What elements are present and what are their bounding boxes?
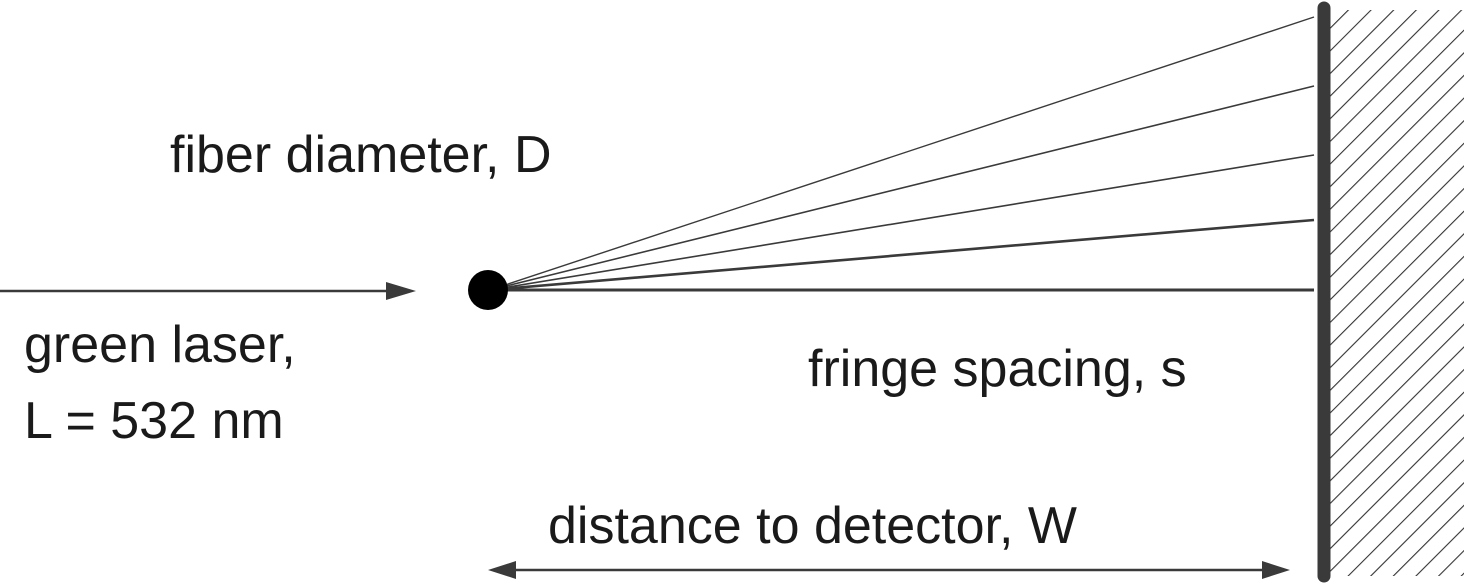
laser-label-line2: L = 532 nm: [24, 392, 284, 450]
fringe-spacing-label: fringe spacing, s: [808, 340, 1187, 398]
laser-label-line1: green laser,: [24, 316, 296, 374]
ray-3: [489, 85, 1315, 291]
laser-arrowhead: [386, 282, 416, 300]
detector-hatching: [1330, 10, 1464, 576]
fiber-diameter-label: fiber diameter, D: [170, 126, 552, 184]
fiber-dot: [468, 270, 508, 310]
distance-arrowhead-right: [1262, 561, 1290, 579]
ray-2: [489, 154, 1315, 291]
ray-4: [489, 16, 1315, 291]
distance-label: distance to detector, W: [548, 497, 1077, 555]
ray-1: [489, 218, 1315, 292]
diffraction-rays: [489, 16, 1315, 292]
distance-arrowhead-left: [488, 561, 516, 579]
